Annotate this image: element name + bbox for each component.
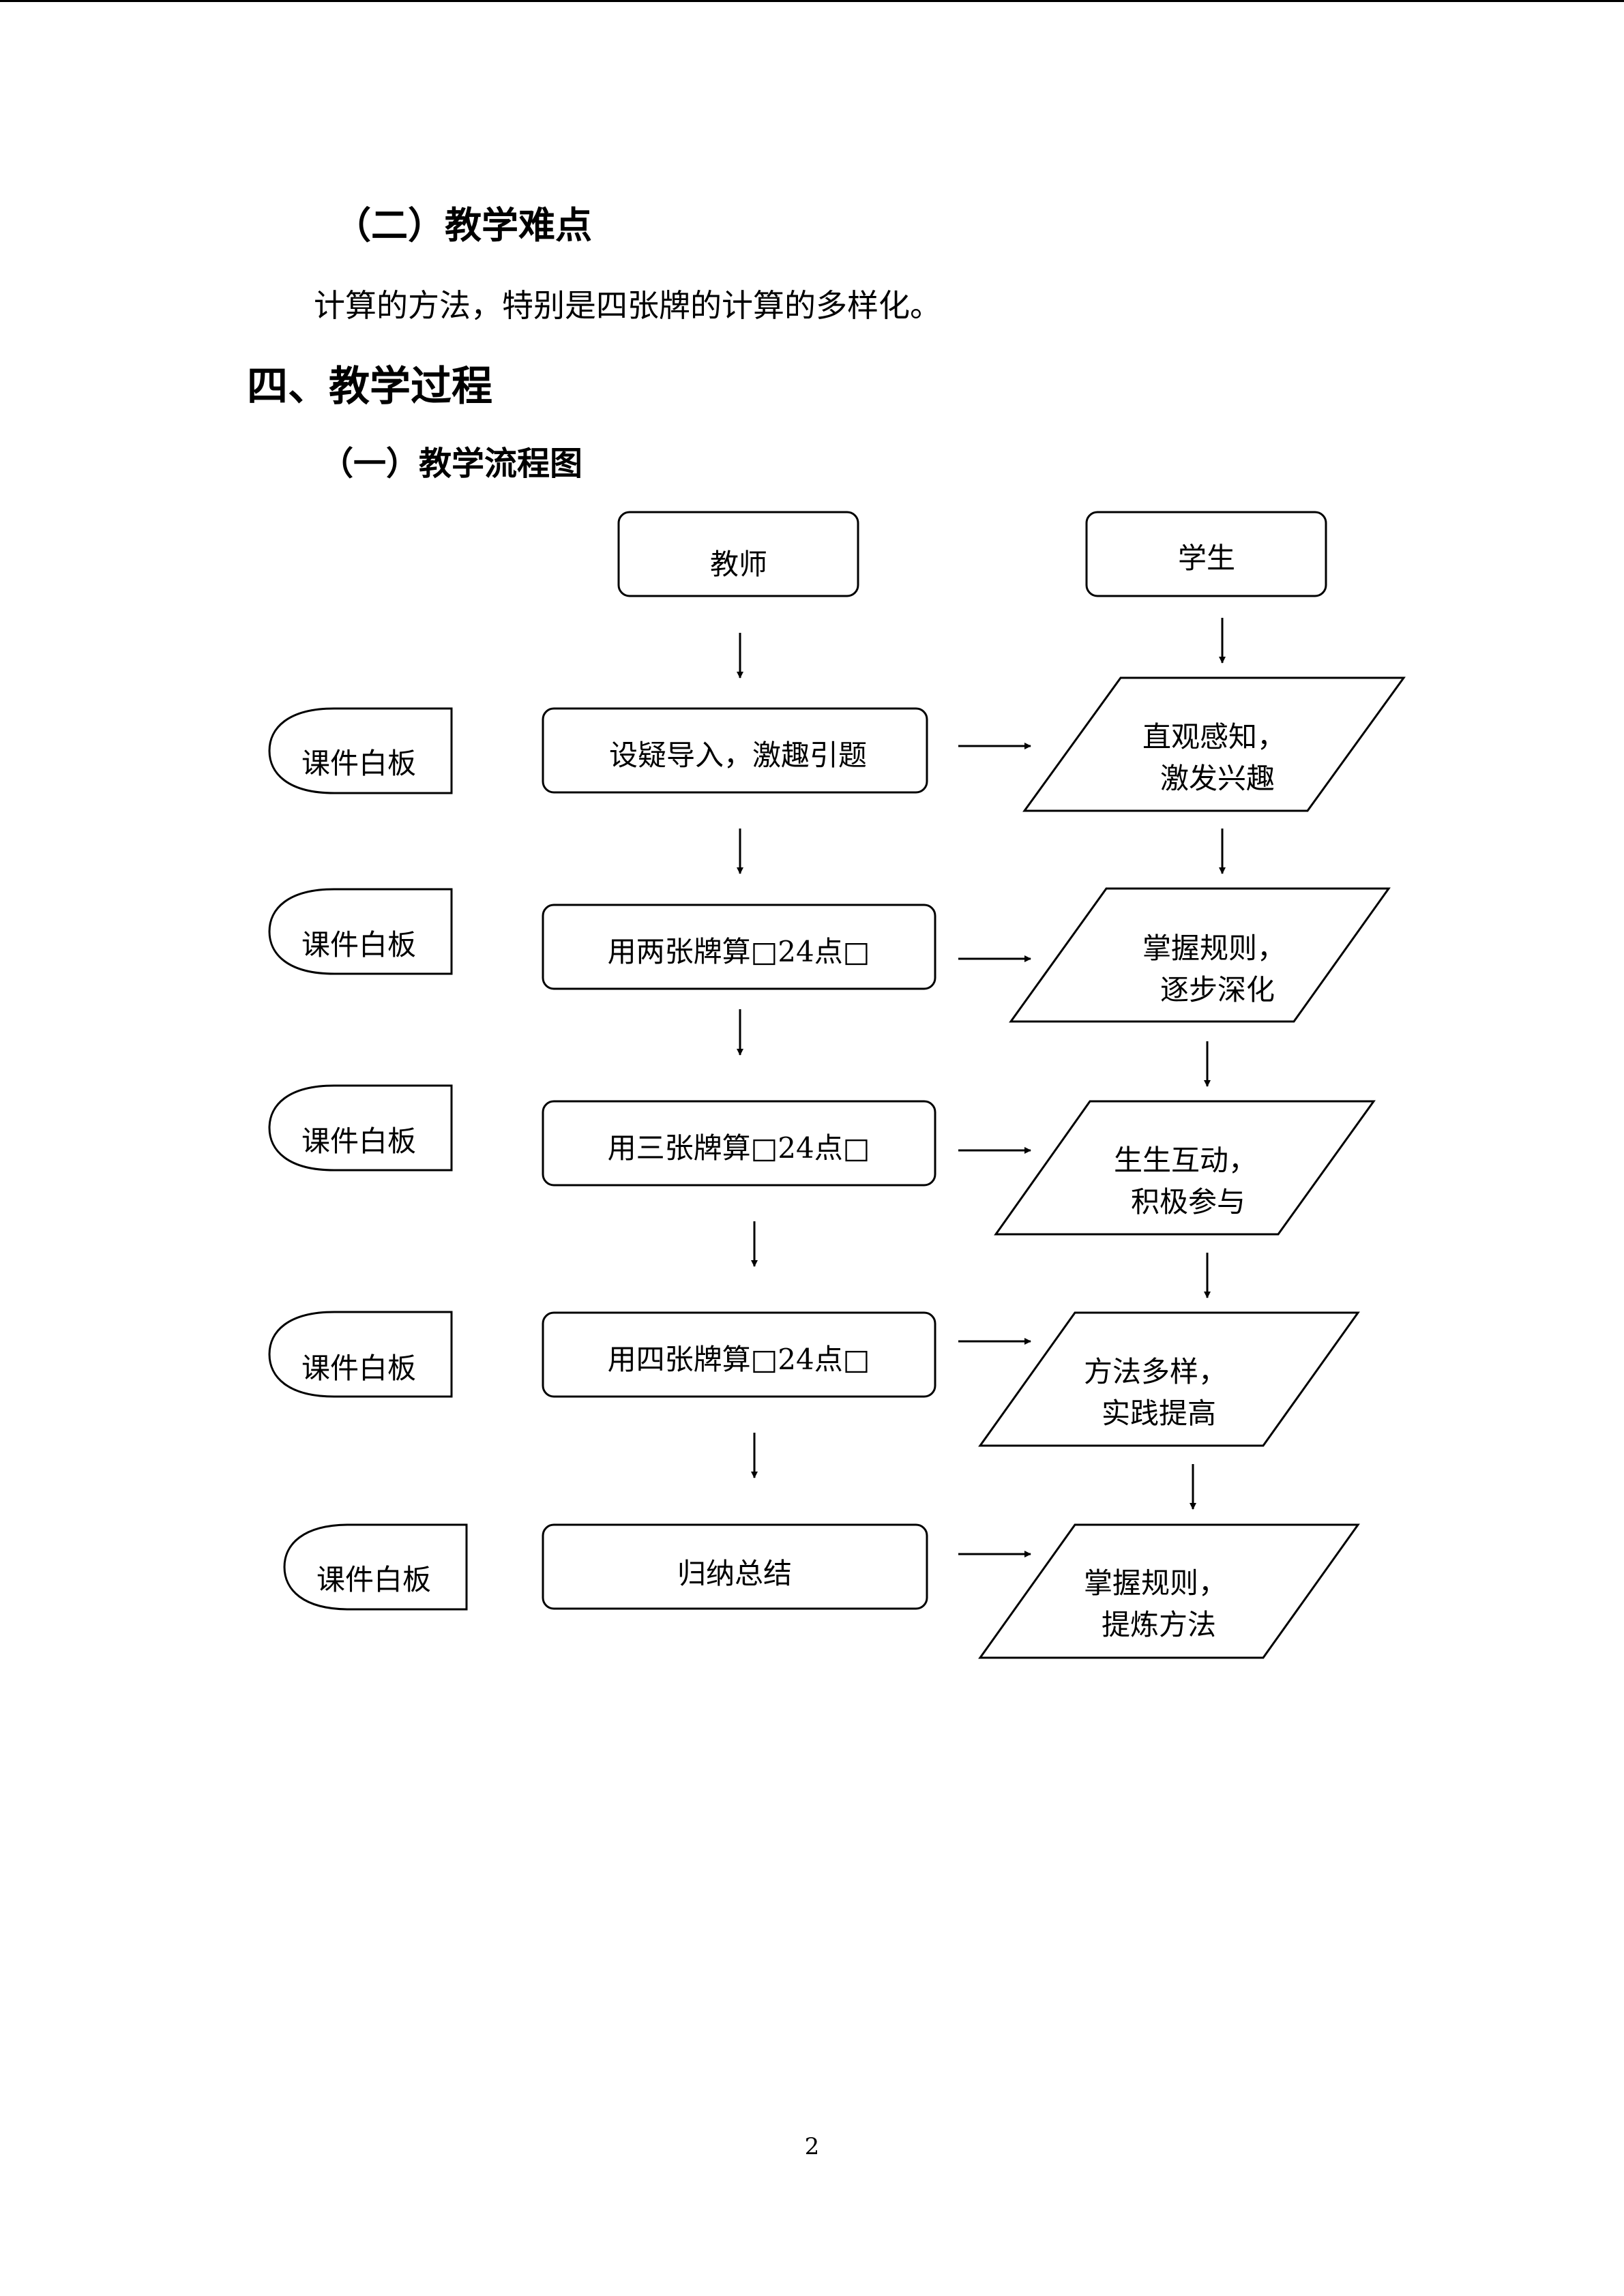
resource-shape [283,1523,468,1611]
student-step-label-line1: 方法多样， [1084,1355,1227,1388]
teacher-step-label: 用四张牌算□24点□ [608,1343,870,1376]
body-paragraph: 计算的方法，特别是四张牌的计算的多样化。 [314,287,941,324]
student-step-label-line1: 生生互动， [1114,1144,1257,1177]
resource-label: 课件白板 [301,747,416,780]
student-step-label-line1: 直观感知， [1142,720,1286,754]
chapter-title: 四、教学过程 [247,363,492,411]
teacher-step-label: 用两张牌算□24点□ [608,935,870,968]
student-step-label-line2: 激发兴趣 [1160,762,1275,795]
resource-label: 课件白板 [301,928,416,961]
student-step-label-line2: 积极参与 [1131,1185,1245,1219]
teacher-step-box [542,1523,928,1610]
page-number: 2 [804,2133,820,2160]
teacher-step-box [542,1311,936,1398]
resource-shape [268,888,453,975]
teacher-header-box [617,511,859,597]
student-step-parallelogram [994,1100,1376,1236]
resource-label: 课件白板 [316,1563,431,1596]
page-top-border [0,0,1624,2]
student-step-parallelogram [978,1311,1360,1447]
teacher-step-label: 归纳总结 [677,1557,792,1590]
student-step-parallelogram [1022,676,1406,812]
student-step-label-line1: 掌握规则， [1142,931,1286,965]
student-step-label-line2: 提炼方法 [1102,1608,1216,1641]
teacher-step-box [542,904,936,990]
student-step-label-line2: 实践提高 [1102,1397,1216,1430]
resource-shape [268,1311,453,1398]
resource-label: 课件白板 [301,1352,416,1385]
student-step-label-line1: 掌握规则， [1084,1566,1227,1600]
student-step-parallelogram [978,1523,1360,1659]
teacher-step-label: 用三张牌算□24点□ [608,1131,870,1165]
teacher-step-box [542,1100,936,1187]
student-step-parallelogram [1009,887,1391,1023]
student-step-label-line2: 逐步深化 [1160,973,1275,1007]
student-header-box [1085,511,1327,597]
section-title: （二）教学难点 [334,203,592,247]
teacher-header-label: 教师 [710,548,767,581]
resource-shape [268,1084,453,1172]
teacher-step-label: 设疑导入，激趣引题 [609,739,867,772]
resource-shape [268,707,453,794]
resource-label: 课件白板 [301,1124,416,1158]
student-header-label: 学生 [1178,541,1235,575]
subsection-title: （一）教学流程图 [321,445,583,483]
teacher-step-box [542,707,928,794]
